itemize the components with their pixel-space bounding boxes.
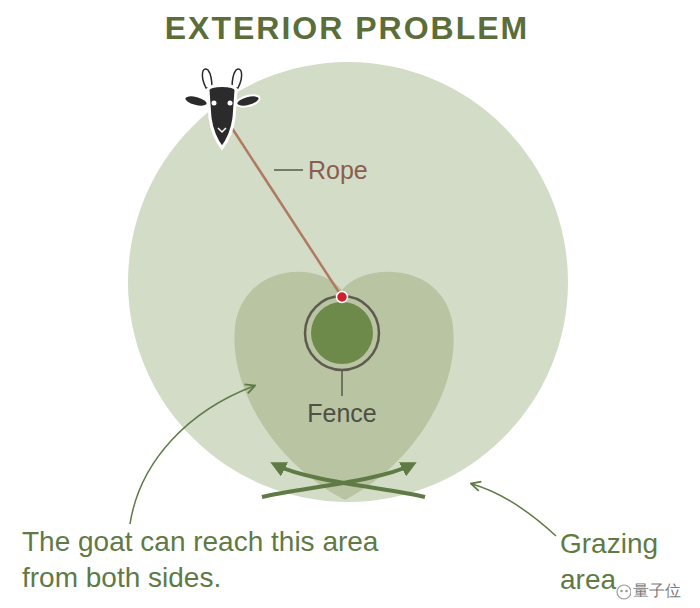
title: EXTERIOR PROBLEM xyxy=(0,10,697,47)
watermark: 量子位 xyxy=(631,581,697,600)
rope-label: Rope xyxy=(308,155,428,185)
goat-icon xyxy=(183,69,261,148)
fence-label: Fence xyxy=(282,398,402,428)
watermark-icon xyxy=(617,585,631,599)
reach-arrow xyxy=(262,465,411,497)
fence-leader xyxy=(341,371,343,396)
double-reach-area xyxy=(234,272,453,500)
fence-inner xyxy=(311,302,373,364)
grazing-circle xyxy=(128,62,568,502)
rope-leader xyxy=(274,169,303,171)
area-leader xyxy=(130,386,254,524)
fence-ring xyxy=(305,296,379,370)
rope-anchor xyxy=(337,292,348,303)
rope xyxy=(230,125,342,297)
grazing-leader xyxy=(472,484,556,536)
area-note: The goat can reach this area from both s… xyxy=(22,524,392,596)
